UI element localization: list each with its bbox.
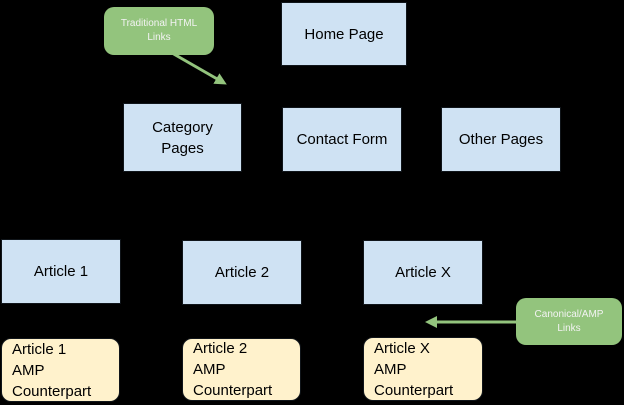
node-contact-form: Contact Form — [282, 107, 402, 172]
node-article-x: Article X — [363, 240, 483, 305]
node-article-1-amp-counterpart: Article 1 AMP Counterpart — [1, 338, 120, 402]
node-category-pages: Category Pages — [123, 103, 242, 172]
node-article-2-amp-counterpart: Article 2 AMP Counterpart — [182, 338, 301, 401]
node-article-2: Article 2 — [182, 240, 302, 305]
node-article-1: Article 1 — [1, 239, 121, 304]
traditional-links-arrow — [171, 51, 227, 85]
annotation-traditional-html-links: Traditional HTML Links — [104, 7, 214, 55]
node-article-x-amp-counterpart: Article X AMP Counterpart — [363, 337, 483, 401]
annotation-canonical-amp-links: Canonical/AMP Links — [516, 298, 622, 345]
node-other-pages: Other Pages — [441, 107, 561, 172]
node-home-page: Home Page — [281, 2, 407, 66]
